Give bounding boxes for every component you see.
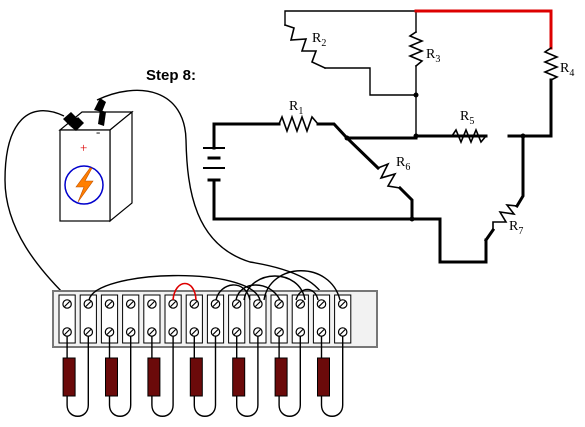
screw-icon xyxy=(104,299,115,309)
screw-icon xyxy=(337,299,348,309)
screw-icon xyxy=(337,327,348,337)
physical-resistor xyxy=(105,336,132,417)
battery-box-side xyxy=(109,110,133,223)
label-r1: R1 xyxy=(289,99,303,117)
screw-icon xyxy=(316,299,327,309)
label-r4: R4 xyxy=(560,61,574,79)
battery-clips xyxy=(63,98,106,131)
resistor-r1-symbol xyxy=(277,114,320,134)
screw-icon xyxy=(231,327,242,337)
physical-resistor xyxy=(274,336,301,417)
highlight-wire xyxy=(414,9,553,50)
physical-resistor xyxy=(189,336,217,417)
battery-positive-label: + xyxy=(80,140,87,155)
screw-icon xyxy=(210,327,221,337)
lightning-bolt-icon xyxy=(75,167,94,203)
screw-icon xyxy=(125,299,136,309)
wire-r7 xyxy=(483,134,525,243)
screw-icon xyxy=(231,299,242,309)
physical-resistor xyxy=(62,336,89,417)
screw-icon xyxy=(295,299,306,309)
label-r7: R7 xyxy=(509,219,523,237)
resistor-r6-symbol xyxy=(376,162,401,189)
resistor-r7-symbol xyxy=(492,204,518,231)
resistor-r5-symbol xyxy=(450,127,488,145)
battery-negative-label: - xyxy=(96,124,100,139)
wire-r6 xyxy=(344,135,414,221)
screw-icon xyxy=(168,327,178,337)
wire-r2-loop xyxy=(284,10,417,96)
battery-lead-positive xyxy=(4,110,67,297)
red-jumper-wire xyxy=(172,282,197,301)
battery: + - xyxy=(58,98,134,223)
resistor-labels: R1 R2 R3 R4 R5 R6 R7 xyxy=(289,31,574,237)
wire-r4 xyxy=(414,78,553,138)
label-r3: R3 xyxy=(426,47,440,65)
screw-icon xyxy=(316,327,327,337)
battery-symbol xyxy=(203,147,225,182)
screw-icon xyxy=(295,327,306,337)
physical-resistor xyxy=(232,336,259,417)
screw-icon xyxy=(168,299,178,309)
screw-icon xyxy=(210,299,221,309)
physical-resistor xyxy=(317,336,344,417)
screw-icon xyxy=(189,327,200,337)
screw-icon xyxy=(83,299,94,309)
screw-icon xyxy=(274,299,284,309)
label-r6: R6 xyxy=(396,155,410,173)
wire-battery-loop xyxy=(212,122,488,264)
screw-icon xyxy=(274,327,284,337)
resistor-r3-symbol xyxy=(407,30,425,68)
screw-icon xyxy=(189,299,200,309)
screw-icon xyxy=(62,299,72,309)
resistor-r4-symbol xyxy=(542,46,560,82)
screw-icon xyxy=(253,327,263,337)
label-r5: R5 xyxy=(460,109,474,127)
jumper-wires xyxy=(88,270,341,301)
battery-lead-negative xyxy=(96,89,326,301)
screw-icon xyxy=(147,327,157,337)
screw-icon xyxy=(62,327,72,337)
physical-resistor xyxy=(147,336,174,417)
screw-icon xyxy=(147,299,157,309)
screw-icon xyxy=(253,299,263,309)
label-r2: R2 xyxy=(312,31,326,49)
physical-resistors xyxy=(62,336,344,417)
wire-r1-right xyxy=(316,122,418,140)
screw-icon xyxy=(125,327,136,337)
resistor-r2-symbol xyxy=(283,23,327,70)
screw-icon xyxy=(104,327,115,337)
junction-dots xyxy=(344,92,526,222)
step-label: Step 8: xyxy=(146,67,196,84)
schematic xyxy=(203,9,560,264)
screw-icon xyxy=(83,327,94,337)
